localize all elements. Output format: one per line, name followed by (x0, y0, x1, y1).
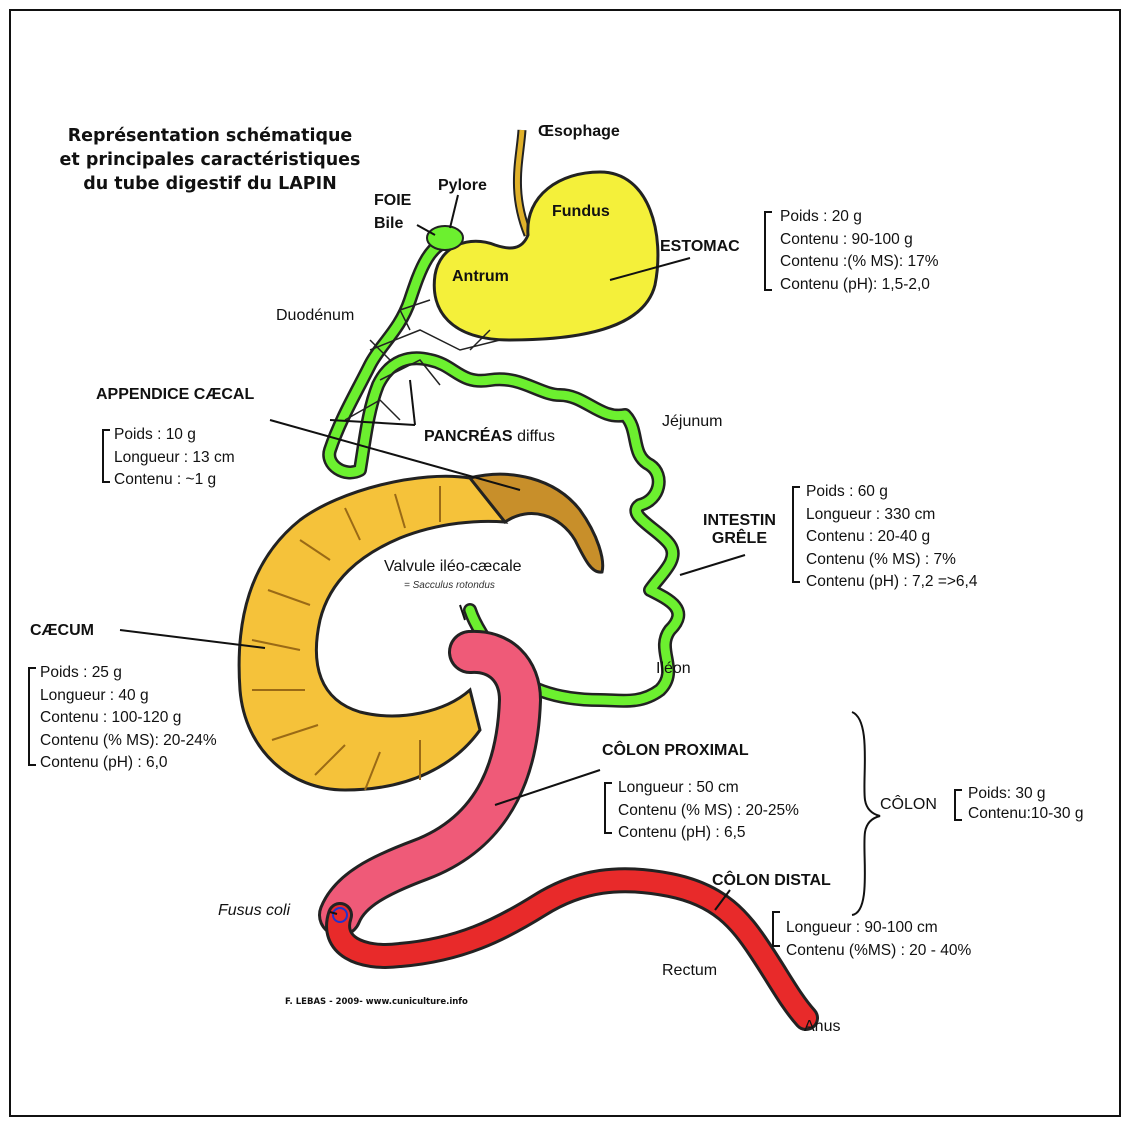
label-pancreas-name: PANCRÉAS (424, 428, 513, 445)
stat-item: Longueur : 13 cm (106, 447, 235, 470)
label-foie: FOIE (374, 192, 411, 210)
stats-caecum: Poids : 25 g Longueur : 40 g Contenu : 1… (32, 662, 217, 775)
label-caecum: CÆCUM (30, 622, 94, 640)
label-ileon: Iléon (656, 660, 691, 678)
label-valvule: Valvule iléo-cæcale (384, 558, 522, 576)
label-antrum: Antrum (452, 268, 509, 286)
title-line: et principales caractéristiques (40, 148, 380, 172)
label-fundus: Fundus (552, 203, 610, 221)
stat-item: Contenu : 90-100 g (772, 229, 939, 252)
title-line: Représentation schématique (40, 124, 380, 148)
label-intestin-line: INTESTIN (703, 512, 776, 530)
stats-appendice: Poids : 10 g Longueur : 13 cm Contenu : … (106, 424, 235, 492)
stats-intestin: Poids : 60 g Longueur : 330 cm Contenu :… (798, 481, 977, 594)
label-credit: F. LEBAS - 2009- www.cuniculture.info (285, 998, 468, 1008)
stat-item: Contenu (% MS) : 20-25% (610, 800, 799, 823)
stat-item: Longueur : 40 g (32, 685, 217, 708)
label-oesophage: Œsophage (538, 123, 620, 141)
diagram-title: Représentation schématique et principale… (40, 124, 380, 196)
stats-colon-distal: Longueur : 90-100 cm Contenu (%MS) : 20 … (778, 917, 971, 962)
stat-item: Contenu : ~1 g (106, 469, 235, 492)
stomach-shape (434, 172, 658, 340)
label-intestin-grele: INTESTIN GRÊLE (703, 512, 776, 549)
label-colon: CÔLON (880, 796, 937, 814)
stats-estomac: Poids : 20 g Contenu : 90-100 g Contenu … (772, 206, 939, 296)
stats-colon-proximal: Longueur : 50 cm Contenu (% MS) : 20-25%… (610, 777, 799, 845)
stat-item: Poids : 10 g (106, 424, 235, 447)
label-jejunum: Jéjunum (662, 413, 722, 431)
stat-item: Longueur : 50 cm (610, 777, 799, 800)
stat-item: Contenu : 100-120 g (32, 707, 217, 730)
stat-item: Poids : 20 g (772, 206, 939, 229)
label-duodenum: Duodénum (276, 307, 354, 325)
label-fusus-coli: Fusus coli (218, 902, 290, 920)
stat-item: Contenu :(% MS): 17% (772, 251, 939, 274)
stat-item: Poids : 60 g (798, 481, 977, 504)
pylorus-shape (427, 226, 463, 250)
stats-colon: Poids: 30 g Contenu:10-30 g (960, 784, 1083, 824)
label-anus: Anus (804, 1018, 840, 1036)
label-pylore: Pylore (438, 177, 487, 195)
stat-item: Contenu (% MS): 20-24% (32, 730, 217, 753)
label-appendice: APPENDICE CÆCAL (96, 386, 254, 404)
stat-item: Contenu (% MS) : 7% (798, 549, 977, 572)
label-colon-proximal: CÔLON PROXIMAL (602, 742, 749, 760)
stat-item: Contenu : 20-40 g (798, 526, 977, 549)
label-rectum: Rectum (662, 962, 717, 980)
colon-brace (852, 712, 880, 915)
label-estomac: ESTOMAC (660, 238, 740, 256)
stat-item: Contenu (pH) : 6,5 (610, 822, 799, 845)
stat-item: Contenu (%MS) : 20 - 40% (778, 940, 971, 963)
label-intestin-line: GRÊLE (703, 530, 776, 548)
stat-item: Longueur : 90-100 cm (778, 917, 971, 940)
label-sacculus: = Sacculus rotondus (404, 580, 495, 592)
label-colon-distal: CÔLON DISTAL (712, 872, 831, 890)
label-pancreas: PANCRÉAS diffus (424, 428, 555, 446)
stat-item: Poids : 25 g (32, 662, 217, 685)
stat-item: Contenu (pH): 1,5-2,0 (772, 274, 939, 297)
title-line: du tube digestif du LAPIN (40, 172, 380, 196)
stat-item: Longueur : 330 cm (798, 504, 977, 527)
stat-item: Contenu:10-30 g (960, 804, 1083, 824)
label-bile: Bile (374, 215, 403, 233)
stat-item: Poids: 30 g (960, 784, 1083, 804)
label-pancreas-suffix: diffus (517, 428, 555, 445)
stat-item: Contenu (pH) : 6,0 (32, 752, 217, 775)
stat-item: Contenu (pH) : 7,2 =>6,4 (798, 571, 977, 594)
